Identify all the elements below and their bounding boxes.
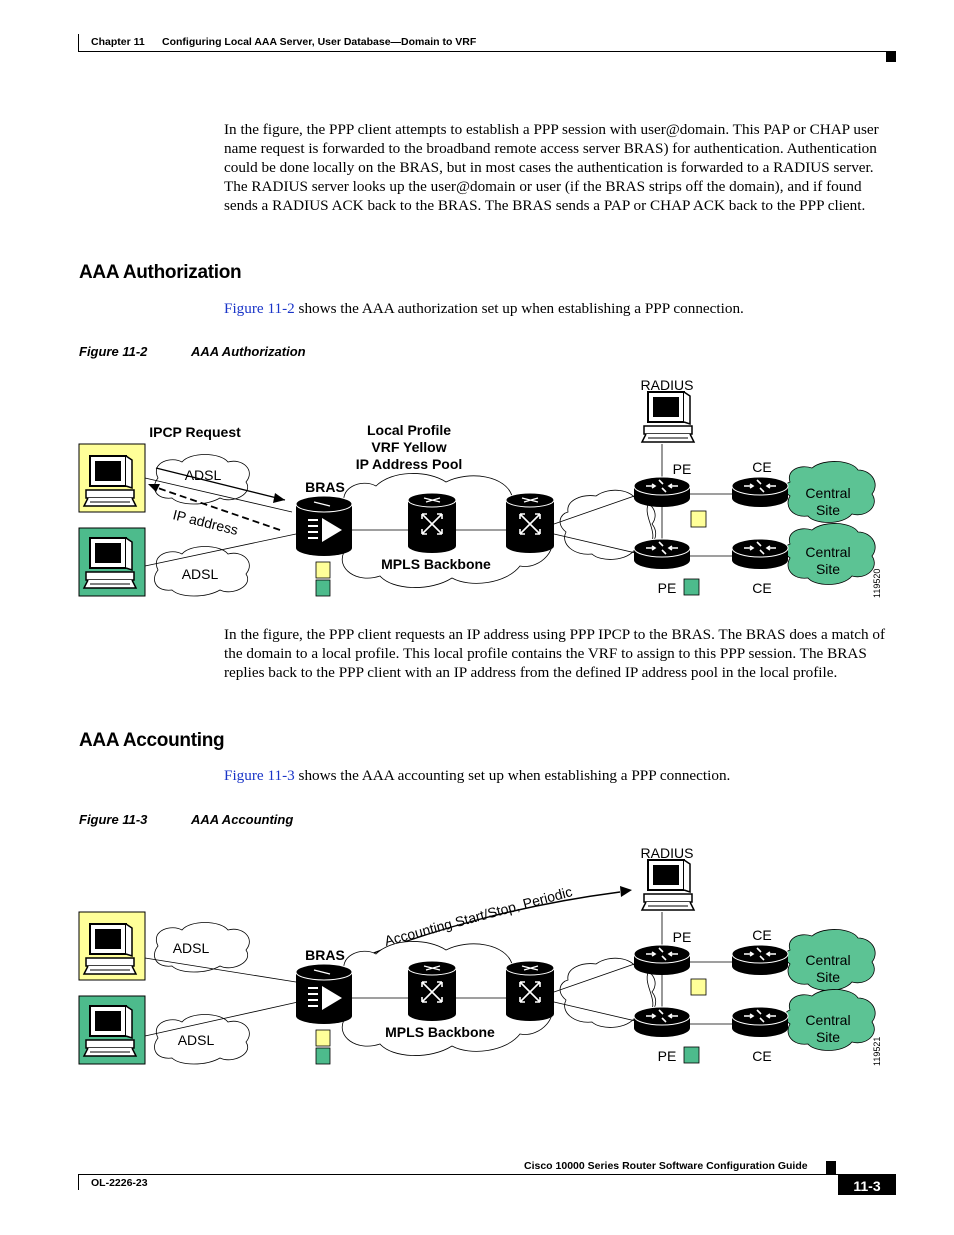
figure-11-3-link[interactable]: Figure 11-3 [224, 767, 295, 784]
mpls-backbone-label: MPLS Backbone [381, 556, 491, 572]
authorization-figure-reference: Figure 11-2 shows the AAA authorization … [224, 300, 896, 319]
page-number: 11-3 [853, 1178, 881, 1194]
page-number-box [838, 1175, 896, 1195]
authorization-paragraph: In the figure, the PPP client requests a… [224, 626, 886, 681]
footer-marker [826, 1161, 836, 1174]
central-site-label: Site [816, 1029, 840, 1045]
figure-11-3-title: AAA Accounting [191, 812, 294, 827]
pe-label: PE [658, 1048, 677, 1064]
central-site-label: Site [816, 502, 840, 518]
central-site-label: Central [805, 952, 850, 968]
central-site-label: Central [805, 544, 850, 560]
radius-label: RADIUS [641, 845, 694, 861]
figure-11-3-diagram: ADSL ADSL Accounting Start/Stop, Periodi… [78, 845, 882, 1066]
adsl-label: ADSL [185, 467, 222, 483]
ce-label: CE [752, 580, 771, 596]
pe-label: PE [658, 580, 677, 596]
accounting-label: Accounting Start/Stop, Periodic [383, 883, 574, 949]
figure-11-2-diagram: ADSL ADSL IPCP Request IP address Centra… [78, 377, 882, 598]
adsl-label: ADSL [182, 566, 219, 582]
adsl-label: ADSL [173, 940, 210, 956]
ipcp-request-arrow [155, 467, 286, 501]
figure-11-2-title: AAA Authorization [191, 344, 306, 359]
pe-label: PE [673, 929, 692, 945]
bras-label: BRAS [305, 947, 345, 963]
header-rule [78, 51, 896, 52]
radius-label: RADIUS [641, 377, 694, 393]
figure-11-2-number: Figure 11-2 [79, 344, 148, 359]
ce-label: CE [752, 927, 771, 943]
figure-id: 119521 [872, 1037, 882, 1066]
footer-doc-id: OL-2226-23 [91, 1177, 148, 1189]
footer-guide-title: Cisco 10000 Series Router Software Confi… [524, 1160, 808, 1172]
header-rule-vertical [78, 34, 79, 52]
ip-pool-label: IP Address Pool [356, 456, 463, 472]
local-profile-label: Local Profile [367, 422, 451, 438]
section-heading-accounting: AAA Accounting [79, 730, 225, 751]
ip-address-arrow [151, 485, 281, 531]
intro-paragraph: In the figure, the PPP client attempts t… [224, 121, 879, 214]
header-title: Configuring Local AAA Server, User Datab… [162, 36, 477, 48]
bras-label: BRAS [305, 479, 345, 495]
ce-label: CE [752, 459, 771, 475]
section-heading-authorization: AAA Authorization [79, 262, 242, 283]
central-site-label: Central [805, 485, 850, 501]
central-site-label: Site [816, 561, 840, 577]
footer-rule [78, 1174, 896, 1175]
adsl-label: ADSL [178, 1032, 215, 1048]
ipcp-request-label: IPCP Request [149, 424, 241, 440]
footer-rule-vertical [78, 1174, 79, 1190]
header-marker [886, 52, 896, 62]
central-site-label: Site [816, 969, 840, 985]
accounting-ref-text: shows the AAA accounting set up when est… [294, 767, 731, 784]
accounting-figure-reference: Figure 11-3 shows the AAA accounting set… [224, 767, 896, 786]
figure-11-3-number: Figure 11-3 [79, 812, 148, 827]
figure-11-2-link[interactable]: Figure 11-2 [224, 300, 295, 317]
header-chapter: Chapter 11 [91, 36, 145, 48]
authorization-ref-text: shows the AAA authorization set up when … [294, 300, 744, 317]
mpls-backbone-label: MPLS Backbone [385, 1024, 495, 1040]
ip-address-label: IP address [171, 506, 240, 538]
central-site-label: Central [805, 1012, 850, 1028]
pe-label: PE [673, 461, 692, 477]
figure-id: 119520 [872, 569, 882, 598]
ce-label: CE [752, 1048, 771, 1064]
vrf-yellow-label: VRF Yellow [371, 439, 446, 455]
